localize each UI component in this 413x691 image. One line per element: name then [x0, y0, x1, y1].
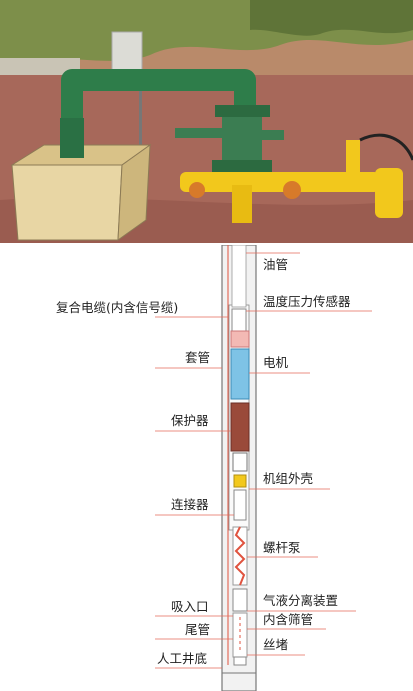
separator-body	[232, 588, 248, 612]
label-tail-pipe: 尾管	[185, 622, 210, 637]
wellhead-flange	[215, 105, 270, 117]
tubing-pipe	[231, 245, 247, 308]
label-artificial-bottom: 人工井底	[157, 651, 207, 666]
control-box	[111, 31, 143, 73]
wellhead-photo	[0, 0, 413, 245]
label-casing: 套管	[185, 350, 210, 365]
coupling-yellow	[233, 474, 247, 488]
label-gas-liquid-separator: 气液分离装置	[263, 593, 338, 608]
yellow-pipe-leg	[232, 185, 252, 223]
motor-cap	[230, 330, 250, 348]
support-pole	[139, 78, 142, 208]
photo-divider	[0, 243, 413, 245]
screw-pump-rotor	[234, 526, 246, 586]
motor-body	[230, 348, 250, 400]
valve-wheel	[283, 181, 301, 199]
protector-body	[230, 402, 250, 452]
green-pipe-drop	[60, 118, 84, 158]
label-composite-cable: 复合电缆(内含信号缆)	[56, 300, 178, 315]
coupling	[232, 452, 248, 472]
yellow-pipe-main	[180, 172, 380, 192]
connector-block	[233, 489, 247, 521]
stone-wall	[0, 58, 80, 76]
label-motor: 电机	[263, 355, 289, 370]
label-screen-pipe: 内含筛管	[263, 612, 313, 627]
label-protector: 保护器	[171, 413, 209, 428]
cable	[359, 133, 413, 161]
downhole-schematic: 油管 温度压力传感器 电机 机组外壳 螺杆泵 气液分离装置 内含筛管 丝堵 复合…	[56, 245, 372, 691]
water-tank-side	[117, 143, 151, 242]
label-suction-inlet: 吸入口	[171, 599, 209, 614]
label-temp-pressure-sensor: 温度压力传感器	[263, 294, 351, 309]
label-tubing: 油管	[263, 257, 288, 272]
wellhead-side-arm	[175, 128, 222, 138]
yellow-pipe-riser	[346, 140, 360, 172]
label-unit-housing: 机组外壳	[263, 471, 313, 486]
plug-body	[233, 656, 247, 666]
label-screw-pump: 螺杆泵	[263, 540, 301, 555]
yellow-pipe-end	[375, 168, 403, 218]
label-plug: 丝堵	[263, 637, 288, 652]
wellhead-body	[222, 117, 262, 162]
sensor-block	[231, 308, 247, 332]
water-tank	[11, 164, 123, 241]
valve-wheel-left	[189, 182, 205, 198]
vegetation-dark	[250, 0, 413, 36]
wellhead-lower-flange	[212, 160, 272, 172]
wellhead-side-arm-right	[262, 130, 284, 140]
green-pipe	[61, 69, 256, 150]
label-connector: 连接器	[171, 497, 209, 512]
